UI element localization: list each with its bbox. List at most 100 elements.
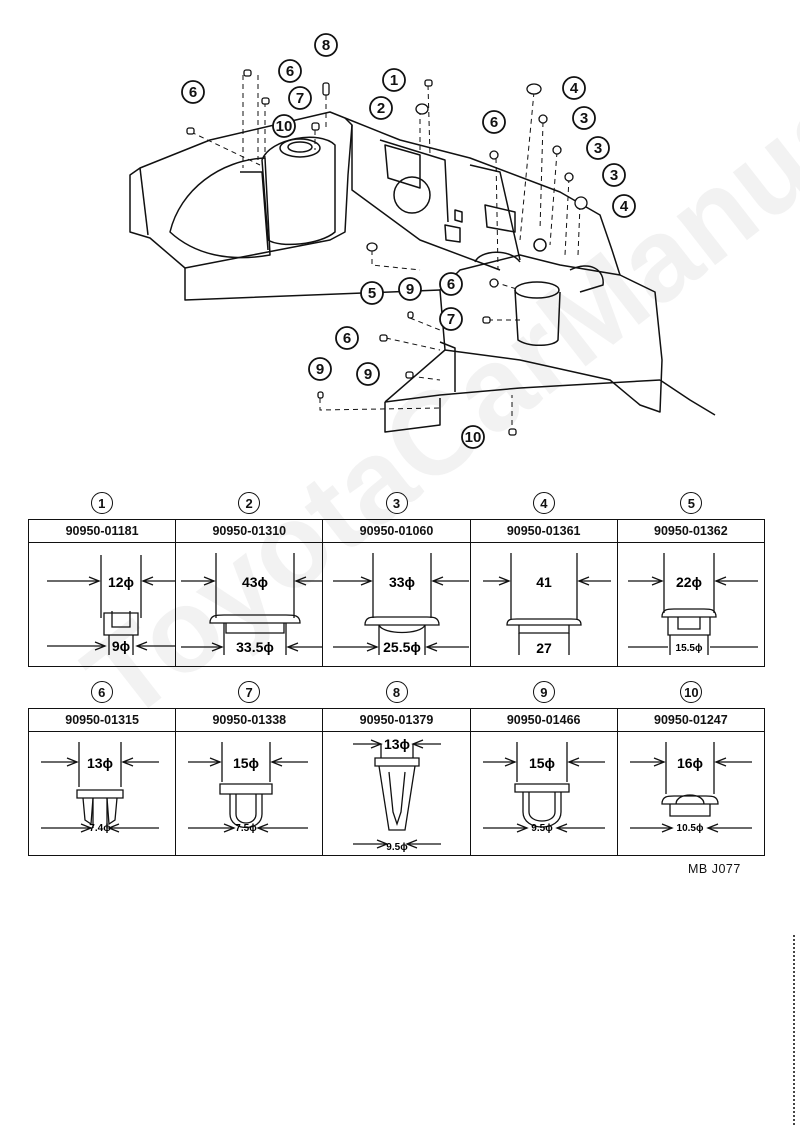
- clip-5-drawing: 22ϕ 15.5ϕ: [627, 553, 758, 655]
- callout-7: 7: [439, 307, 463, 331]
- callout-circle: [382, 68, 406, 92]
- part-code: 90950-01466: [469, 708, 618, 732]
- callout-9: 9: [398, 277, 422, 301]
- callout-circle: [335, 326, 359, 350]
- part-number-badge: 3: [385, 492, 408, 514]
- clip-4-drawing: 41 27: [482, 553, 611, 656]
- callout-number: 9: [406, 281, 414, 298]
- dim-top-label: 41: [536, 574, 552, 590]
- callout-circle: [398, 277, 422, 301]
- parts-table-top: 90950-01181 90950-01310 90950-01060 9095…: [27, 519, 766, 667]
- clip-1-drawing: 12ϕ 9ϕ: [47, 555, 175, 655]
- dim-bottom-label: 9.5ϕ: [531, 823, 553, 834]
- part-number-badge: 7: [238, 681, 261, 703]
- callout-number: 6: [343, 330, 351, 347]
- callout-3: 3: [572, 106, 596, 130]
- clip-drawing-cell: 41 27: [469, 542, 618, 667]
- table-bottom-headers: 6 7 8 9 10: [28, 681, 765, 703]
- callout-10: 10: [461, 425, 485, 449]
- part-code: 90950-01361: [469, 519, 618, 543]
- dim-bottom-label: 9ϕ: [112, 638, 130, 654]
- callout-6: 6: [335, 326, 359, 350]
- clip-6-drawing: 13ϕ 7.4ϕ: [41, 742, 159, 834]
- callout-number: 7: [296, 90, 304, 107]
- dim-top-label: 43ϕ: [242, 574, 268, 590]
- callout-6: 6: [439, 272, 463, 296]
- callout-circle: [356, 362, 380, 386]
- part-number-badge: 9: [532, 681, 555, 703]
- clip-2-drawing: 43ϕ 33.5ϕ: [181, 553, 323, 655]
- callout-9: 9: [308, 357, 332, 381]
- callout-5: 5: [360, 281, 384, 305]
- dim-bottom-label: 7.4ϕ: [89, 823, 111, 834]
- table-top-headers: 1 2 3 4 5: [28, 492, 765, 514]
- callout-9: 9: [356, 362, 380, 386]
- part-code: 90950-01362: [616, 519, 766, 543]
- callout-4: 4: [562, 76, 586, 100]
- callout-circle: [439, 307, 463, 331]
- clip-drawing-cell: 13ϕ 7.4ϕ: [27, 731, 177, 856]
- callout-circle: [461, 425, 485, 449]
- dim-bottom-label: 33.5ϕ: [236, 639, 274, 655]
- callout-circle: [562, 76, 586, 100]
- callout-number: 3: [594, 140, 602, 157]
- callout-2: 2: [369, 96, 393, 120]
- clip-drawing-cell: 15ϕ 9.5ϕ: [469, 731, 618, 856]
- callout-1: 1: [382, 68, 406, 92]
- part-number-badge: 2: [238, 492, 261, 514]
- callout-number: 7: [447, 311, 455, 328]
- dim-top-label: 15ϕ: [529, 755, 555, 771]
- dim-top-label: 13ϕ: [87, 755, 113, 771]
- callout-circle: [288, 86, 312, 110]
- callout-4: 4: [612, 194, 636, 218]
- callout-number: 4: [570, 80, 579, 97]
- callout-circle: [360, 281, 384, 305]
- callout-circle: [602, 163, 626, 187]
- callout-circle: [308, 357, 332, 381]
- clip-drawing-cell: 12ϕ 9ϕ: [27, 542, 177, 667]
- callout-number: 3: [580, 110, 588, 127]
- part-code: 90950-01181: [27, 519, 177, 543]
- clip-9-drawing: 15ϕ 9.5ϕ: [482, 742, 605, 834]
- callout-circle: [272, 114, 296, 138]
- clip-8-drawing: 13ϕ 9.5ϕ: [353, 736, 442, 853]
- callout-6: 6: [482, 110, 506, 134]
- clip-drawing-cell: 22ϕ 15.5ϕ: [616, 542, 766, 667]
- dim-top-label: 22ϕ: [676, 574, 702, 590]
- callout-circle: [278, 59, 302, 83]
- part-code: 90950-01379: [322, 708, 471, 732]
- callout-6: 6: [181, 80, 205, 104]
- callout-number: 5: [368, 285, 376, 302]
- part-number-badge: 4: [532, 492, 555, 514]
- callout-circle: [369, 96, 393, 120]
- callout-3: 3: [586, 136, 610, 160]
- callout-number: 4: [620, 198, 629, 215]
- clip-drawing-cell: 15ϕ 7.5ϕ: [175, 731, 324, 856]
- callout-number: 3: [610, 167, 618, 184]
- callout-3: 3: [602, 163, 626, 187]
- clip-3-drawing: 33ϕ 25.5ϕ: [333, 553, 470, 655]
- dim-bottom-label: 9.5ϕ: [387, 842, 409, 853]
- callout-10: 10: [272, 114, 296, 138]
- clip-drawing-cell: 33ϕ 25.5ϕ: [322, 542, 471, 667]
- clip-7-drawing: 15ϕ 7.5ϕ: [188, 742, 309, 834]
- dim-top-label: 16ϕ: [677, 755, 703, 771]
- page-edge-dots: [793, 935, 795, 1125]
- callout-8: 8: [314, 33, 338, 57]
- figure-code: MB J077: [688, 862, 741, 876]
- dim-bottom-label: 10.5ϕ: [676, 823, 703, 834]
- callout-number: 6: [447, 276, 455, 293]
- callout-number: 10: [465, 429, 482, 446]
- callout-number: 10: [276, 118, 293, 135]
- callout-number: 9: [364, 366, 372, 383]
- part-number-badge: 6: [90, 681, 113, 703]
- dim-bottom-label: 25.5ϕ: [384, 639, 422, 655]
- parts-table-bottom: 90950-01315 90950-01338 90950-01379 9095…: [27, 708, 766, 856]
- clip-10-drawing: 16ϕ 10.5ϕ: [629, 742, 752, 834]
- callout-circle: [612, 194, 636, 218]
- callout-number: 9: [316, 361, 324, 378]
- callout-number: 1: [390, 72, 398, 89]
- dim-top-label: 33ϕ: [389, 574, 415, 590]
- callout-circle: [572, 106, 596, 130]
